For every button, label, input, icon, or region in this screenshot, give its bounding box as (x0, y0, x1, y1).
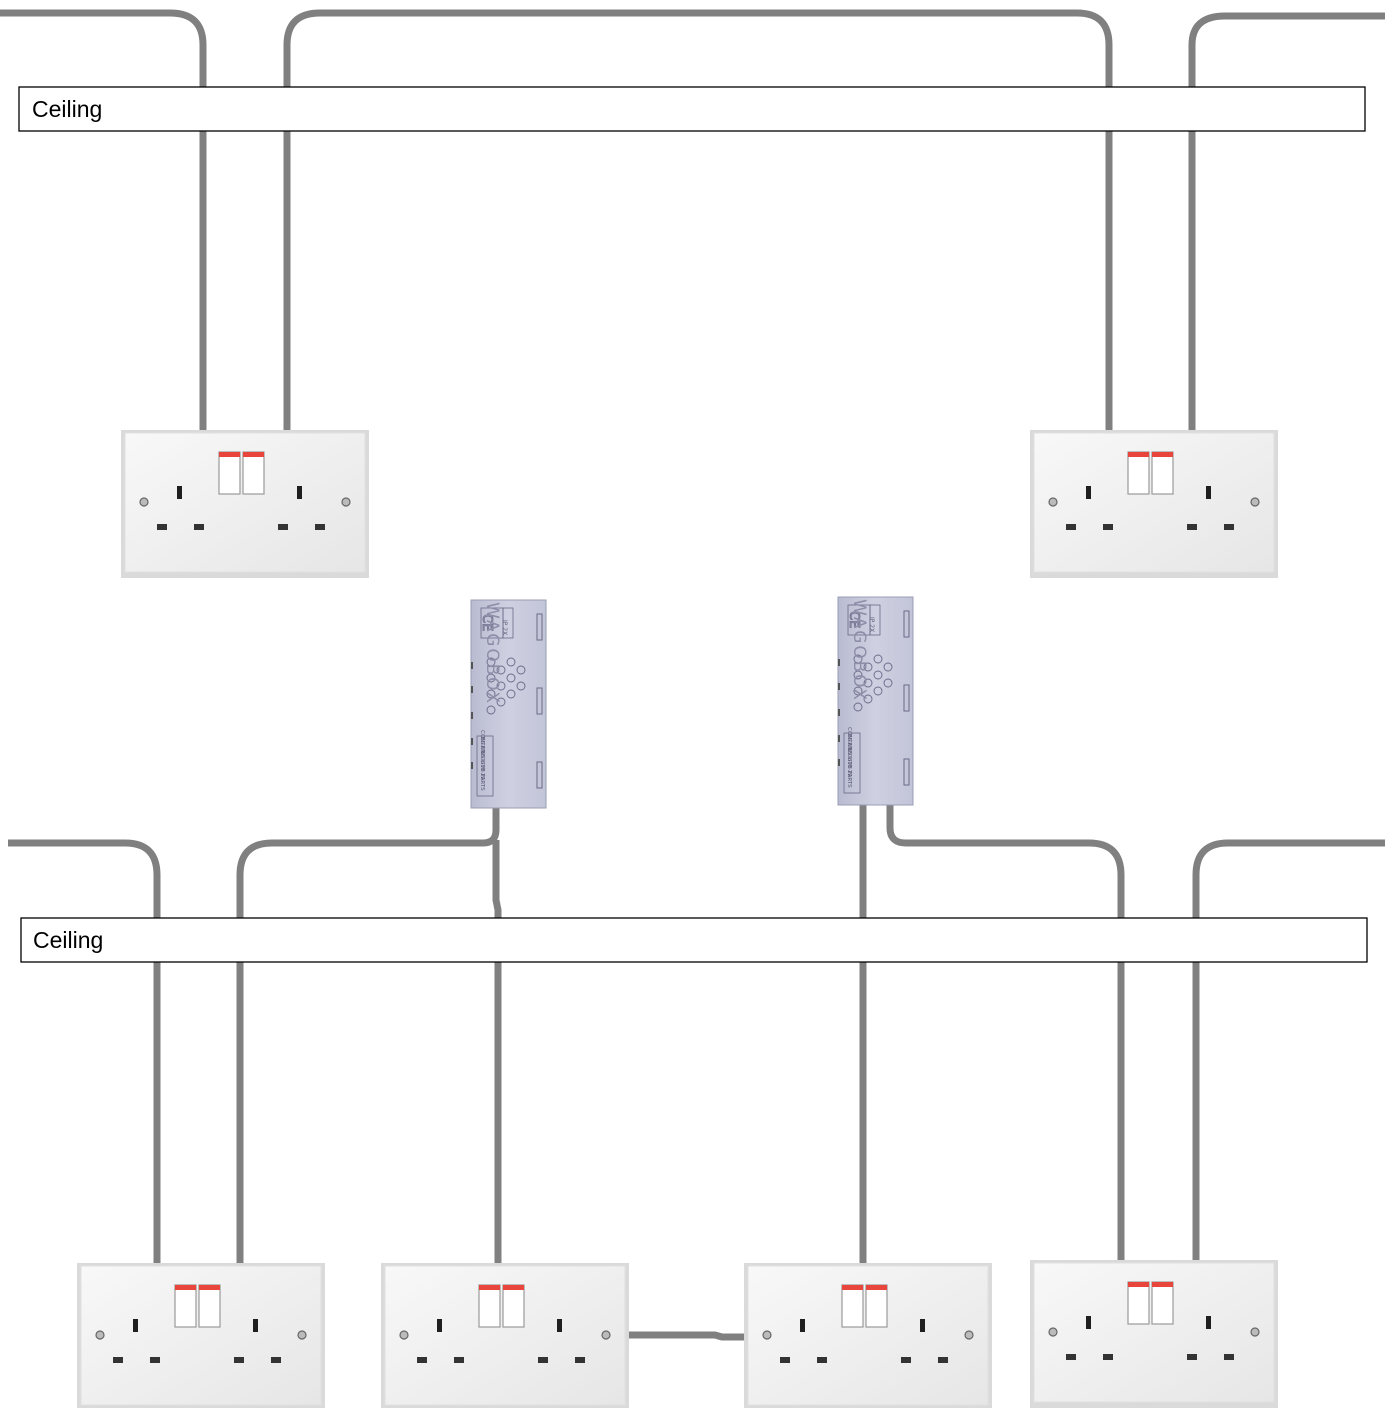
cable (1192, 839, 1385, 1265)
warning-label: CONTAINS LIVE PARTS (846, 727, 852, 788)
lower-diagram: Ceiling (8, 802, 1385, 1408)
double-socket (120, 429, 370, 579)
ceiling-upper: Ceiling (18, 86, 1366, 132)
upper-diagram: Ceiling (0, 9, 1385, 579)
standard-label: BS EN60670-22 (846, 734, 852, 777)
cable (236, 806, 500, 1265)
ce-mark: CE (846, 611, 861, 628)
cable (1188, 12, 1385, 430)
warning-label: CONTAINS LIVE PARTS (479, 730, 485, 791)
double-socket (76, 1262, 326, 1408)
standard-label: BS EN60670-22 (479, 737, 485, 780)
ceiling-label: Ceiling (32, 96, 102, 122)
cable (8, 839, 161, 1265)
double-socket (743, 1262, 993, 1408)
cable (492, 840, 502, 1265)
cable (283, 9, 1113, 430)
double-socket (1029, 1259, 1279, 1408)
double-socket (380, 1262, 630, 1408)
cable (886, 802, 1125, 1265)
ip-rating: IP 2X (501, 620, 508, 635)
cable (0, 9, 207, 430)
wagobox-logo: WAGOBOX (482, 602, 502, 705)
double-socket (1029, 429, 1279, 579)
ce-mark: CE (479, 614, 494, 631)
wagobox-logo: WAGOBOX (849, 599, 869, 702)
ceiling-lower: Ceiling (20, 917, 1368, 963)
wago-junction-box: CE IP 2X WAGOBOX BS EN60670-22 CONTAINS … (470, 599, 547, 809)
wago-junction-box: CE IP 2X WAGOBOX BS EN60670-22 CONTAINS … (837, 596, 914, 806)
cable (625, 1331, 750, 1341)
ceiling-label: Ceiling (33, 927, 103, 953)
ip-rating: IP 2X (868, 617, 875, 632)
